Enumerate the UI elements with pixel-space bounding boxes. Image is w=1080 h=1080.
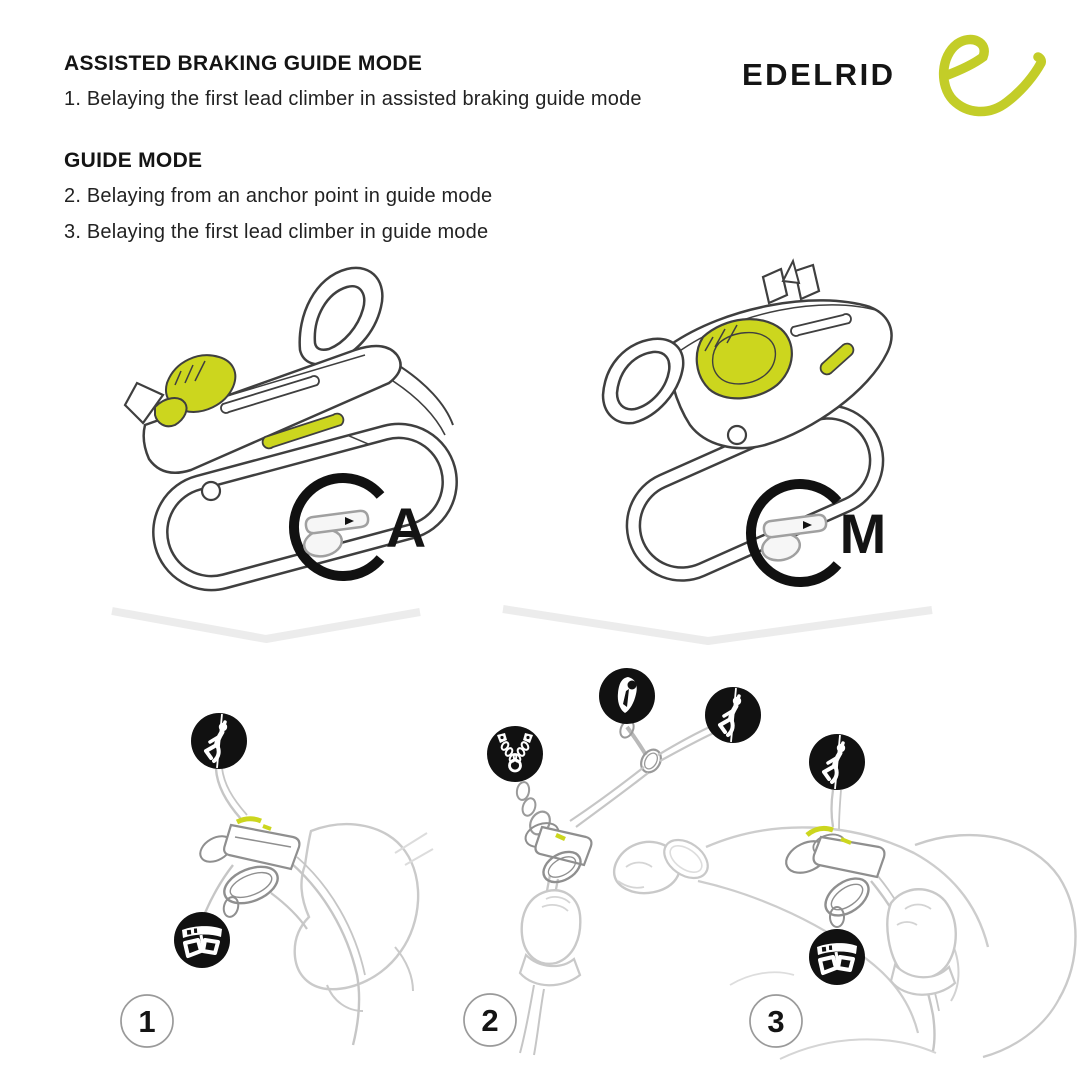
carabiner — [223, 865, 279, 905]
carabiner — [824, 877, 870, 917]
climber-icon — [191, 713, 247, 769]
mode-lever — [154, 354, 237, 428]
green-slot — [819, 342, 855, 376]
figure-number-badge: 3 — [749, 994, 803, 1048]
harness-icon — [172, 910, 232, 970]
assisted-mode-icon: A — [288, 473, 426, 581]
mode-letter-a: A — [386, 496, 426, 559]
instruction-item-2: 2. Belaying from an anchor point in guid… — [64, 185, 493, 207]
quickdraw — [619, 719, 662, 774]
belay-device-small — [524, 822, 593, 884]
edelrid-logo: EDELRID — [742, 30, 1062, 140]
manual-mode-icon: M — [745, 479, 887, 587]
green-slot — [261, 412, 345, 450]
brake-hand — [518, 889, 582, 987]
rope-eye — [601, 337, 685, 425]
green-accent — [235, 816, 262, 825]
section-title-assisted-braking-guide-mode: ASSISTED BRAKING GUIDE MODE — [64, 52, 423, 75]
belay-device-drawing-guide: M — [601, 258, 893, 587]
edelrid-e-swoosh-icon — [938, 34, 1046, 117]
belayer-hip — [293, 823, 434, 1012]
figure-number-badge: 1 — [120, 994, 174, 1048]
guide-hand — [612, 838, 709, 895]
chain-anchor-icon — [485, 724, 545, 784]
climber-icon — [809, 734, 865, 790]
harness-icon — [807, 927, 867, 987]
green-accent — [805, 825, 834, 837]
brake-hand-glove — [886, 888, 957, 996]
instruction-item-1: 1. Belaying the first lead climber in as… — [64, 88, 642, 110]
mode-slider — [695, 318, 793, 400]
svg-text:1: 1 — [138, 1004, 155, 1039]
climbing-rope — [203, 767, 366, 1046]
chevron-divider-right — [502, 605, 933, 645]
figure-number-badge: 2 — [463, 993, 517, 1047]
chevron-dividers — [111, 605, 933, 645]
belay-device-small — [785, 825, 886, 928]
instruction-item-3: 3. Belaying the first lead climber in gu… — [64, 221, 489, 243]
mode-letter-m: M — [840, 502, 887, 565]
green-accent — [555, 832, 566, 842]
bolt-hanger-icon — [599, 668, 655, 724]
edelrid-wordmark: EDELRID — [742, 57, 896, 92]
belay-device-small — [199, 816, 301, 918]
device-body — [123, 344, 454, 502]
figure-1-belaying-lead-climber-assisted: 1 — [120, 685, 434, 1048]
svg-text:2: 2 — [481, 1003, 498, 1038]
figure-2-belaying-from-anchor-guide-mode: 2 — [463, 668, 990, 1060]
svg-text:3: 3 — [767, 1004, 784, 1039]
carabiner — [542, 850, 582, 884]
belay-device-drawing-assisted: A — [123, 266, 458, 592]
figure-3-belaying-lead-climber-guide-mode: 3 — [749, 685, 1077, 1059]
chevron-divider-left — [111, 607, 421, 643]
device-horns — [761, 258, 821, 305]
section-title-guide-mode: GUIDE MODE — [64, 149, 203, 172]
